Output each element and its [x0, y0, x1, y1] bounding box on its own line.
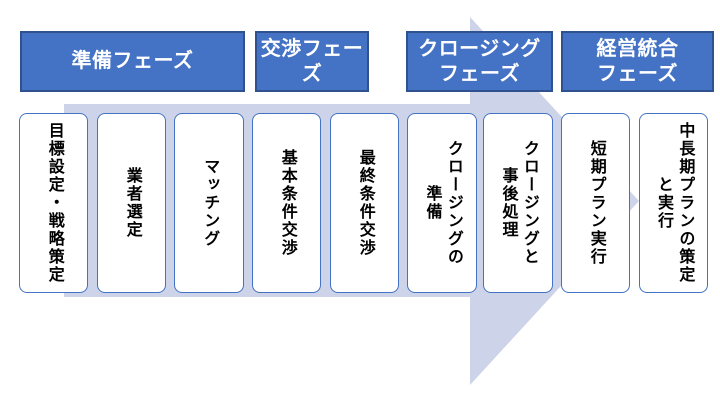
step-label: 目標設定・戦略策定 — [45, 122, 63, 284]
phase-header-closing: クロージング フェーズ — [406, 31, 553, 92]
phase-header-preparation: 準備フェーズ — [20, 31, 245, 92]
step-box-goal-setting-strategy: 目標設定・戦略策定 — [19, 113, 88, 293]
step-box-closing-preparation: クロージングの 準備 — [407, 113, 477, 293]
step-label: 業者選定 — [123, 167, 141, 239]
step-label-main: クロージングの — [444, 140, 462, 266]
step-label: 基本条件交渉 — [278, 149, 296, 257]
step-box-matching: マッチング — [174, 113, 244, 293]
step-box-final-terms-negotiation: 最終条件交渉 — [330, 113, 399, 293]
step-box-basic-terms-negotiation: 基本条件交渉 — [252, 113, 321, 293]
step-box-closing-post-processing: クロージングと 事後処理 — [483, 113, 553, 293]
step-label: 短期プラン実行 — [587, 140, 605, 266]
step-label-sub: 準備 — [423, 185, 441, 221]
phase-header-integration: 経営統合 フェーズ — [561, 31, 714, 92]
phase-header-label: 準備フェーズ — [71, 50, 194, 72]
step-label-sub: 事後処理 — [499, 167, 517, 239]
step-label-main: クロージングと — [520, 140, 538, 266]
step-label: 最終条件交渉 — [356, 149, 374, 257]
step-label-sub: と実行 — [655, 176, 672, 230]
phase-header-label: クロージング フェーズ — [418, 37, 541, 85]
step-box-short-term-plan-execution: 短期プラン実行 — [561, 113, 630, 293]
step-box-vendor-selection: 業者選定 — [97, 113, 166, 293]
step-label: マッチング — [201, 158, 219, 248]
phase-header-label: 経営統合 フェーズ — [596, 37, 679, 85]
step-box-mid-long-term-plan: 中長期プランの策定 と実行 — [639, 113, 708, 293]
step-label-main: 中長期プランの策定 — [676, 122, 694, 284]
phase-header-label: 交渉フェーズ — [260, 37, 364, 85]
phase-header-negotiation: 交渉フェーズ — [255, 31, 369, 92]
